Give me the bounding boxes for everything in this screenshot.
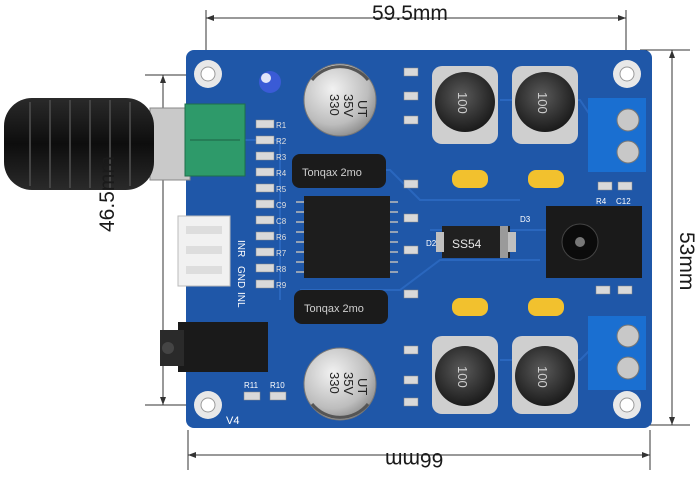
ref-label: R5	[276, 185, 287, 194]
capacitor-top-voltage: 35V	[341, 94, 356, 117]
silkscreen-text: INR GND INL V4 R1 R2 R3 R4 R5 C9 C8 R6 R…	[226, 121, 631, 427]
led	[259, 71, 281, 93]
ref-label: R4	[276, 169, 287, 178]
component-markings: 330 35V UT 330 35V UT 100 100 100 100 SS…	[302, 92, 550, 395]
inductor-3	[432, 336, 498, 414]
capacitor-bottom	[303, 347, 377, 421]
ref-label: R7	[276, 249, 287, 258]
diode-marking: SS54	[452, 237, 482, 251]
ref-label: R1	[276, 121, 287, 130]
ref-label: R3	[276, 153, 287, 162]
inductor-4-marking: 100	[535, 366, 550, 388]
ref-label: R2	[276, 137, 287, 146]
ref-label: D3	[520, 215, 531, 224]
board-version-label: V4	[226, 415, 239, 427]
yellow-capacitors	[452, 170, 564, 316]
audio-jack	[160, 322, 268, 372]
dc-power-jack	[546, 206, 642, 278]
inductor-1	[432, 66, 498, 144]
input-pin-label: GND	[235, 266, 246, 288]
film-cap-bottom	[294, 290, 388, 324]
capacitor-bottom-value: 330	[327, 372, 342, 394]
ic-pins	[296, 201, 398, 273]
inductor-2-marking: 100	[535, 92, 550, 114]
ref-label: C9	[276, 201, 287, 210]
ref-label: R8	[276, 265, 287, 274]
terminal-block-top	[588, 98, 646, 172]
inductor-3-marking: 100	[455, 366, 470, 388]
smd-components	[243, 67, 633, 407]
ref-label: C12	[616, 197, 631, 206]
film-cap-bottom-marking: Tonqax 2mo	[304, 303, 364, 315]
diode	[436, 226, 516, 258]
capacitor-bottom-voltage: 35V	[341, 372, 356, 395]
capacitor-bottom-series: UT	[355, 378, 370, 395]
film-cap-top	[292, 154, 386, 188]
inductor-4	[512, 336, 578, 414]
volume-knob	[4, 98, 191, 190]
terminal-block-bottom	[588, 316, 646, 390]
pcb-board	[186, 50, 652, 428]
input-pin-label: INR	[235, 240, 246, 257]
ref-label: R9	[276, 281, 287, 290]
capacitor-top-series: UT	[355, 100, 370, 117]
inductor-1-marking: 100	[455, 92, 470, 114]
ref-label: R6	[276, 233, 287, 242]
amplifier-ic	[304, 196, 390, 278]
dimension-arrows	[160, 15, 675, 458]
ref-label: R11	[244, 381, 259, 390]
dimension-width-bottom: 66mm	[385, 448, 444, 471]
ref-label: R10	[270, 381, 285, 390]
ref-label: D2	[426, 239, 437, 248]
capacitor-top	[303, 63, 377, 137]
ref-label: C8	[276, 217, 287, 226]
ref-label: R4	[596, 197, 607, 206]
dimension-height-left: 46.5mm	[96, 156, 119, 232]
dimension-height-right: 53mm	[675, 232, 698, 291]
inductor-2	[512, 66, 578, 144]
mounting-holes	[194, 60, 641, 419]
film-cap-top-marking: Tonqax 2mo	[302, 167, 362, 179]
dimension-width-top: 59.5mm	[372, 2, 448, 25]
input-pin-label: INL	[235, 292, 246, 308]
capacitor-top-value: 330	[327, 94, 342, 116]
